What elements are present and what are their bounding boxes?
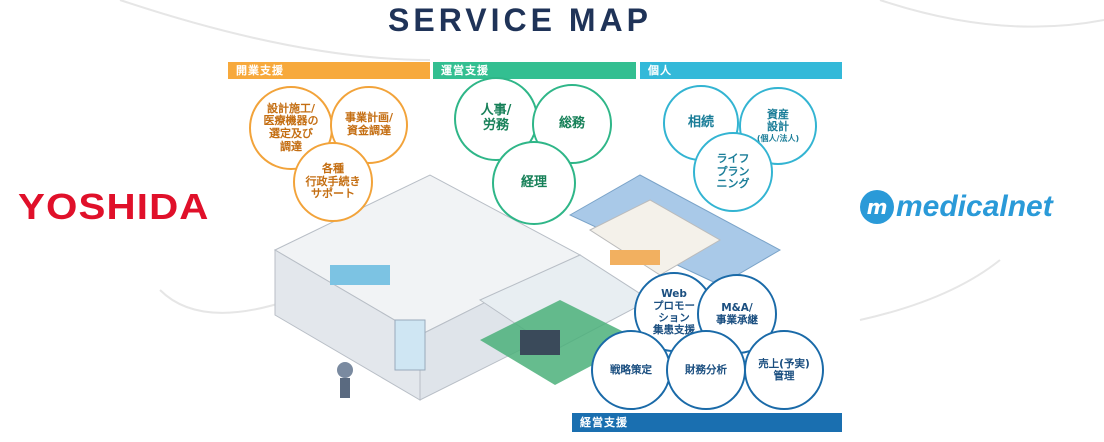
medicalnet-logo[interactable]: m medicalnet <box>860 190 1053 224</box>
service-business-plan[interactable]: 事業計画/ 資金調達 <box>330 86 408 164</box>
service-accounting[interactable]: 経理 <box>492 141 576 225</box>
service-life-planning[interactable]: ライフ プラン ニング <box>693 132 773 212</box>
service-financial-analysis[interactable]: 財務分析 <box>666 330 746 410</box>
medicalnet-mark-icon: m <box>860 190 894 224</box>
section-header-kaigyo: 開業支援 <box>228 62 430 79</box>
service-sales-management[interactable]: 売上(予実) 管理 <box>744 330 824 410</box>
asset-design-sub: (個人/法人) <box>756 134 800 144</box>
section-header-unei: 運営支援 <box>433 62 636 79</box>
section-header-kojin: 個人 <box>640 62 842 79</box>
asset-design-label: 資産 設計 <box>767 107 789 134</box>
medicalnet-wordmark: medicalnet <box>896 190 1053 223</box>
section-header-keiei: 経営支援 <box>572 413 842 432</box>
yoshida-logo[interactable]: YOSHIDA <box>18 186 210 227</box>
page-title: SERVICE MAP <box>388 2 652 38</box>
service-strategy[interactable]: 戦略策定 <box>591 330 671 410</box>
service-admin-procedures[interactable]: 各種 行政手続き サポート <box>293 142 373 222</box>
